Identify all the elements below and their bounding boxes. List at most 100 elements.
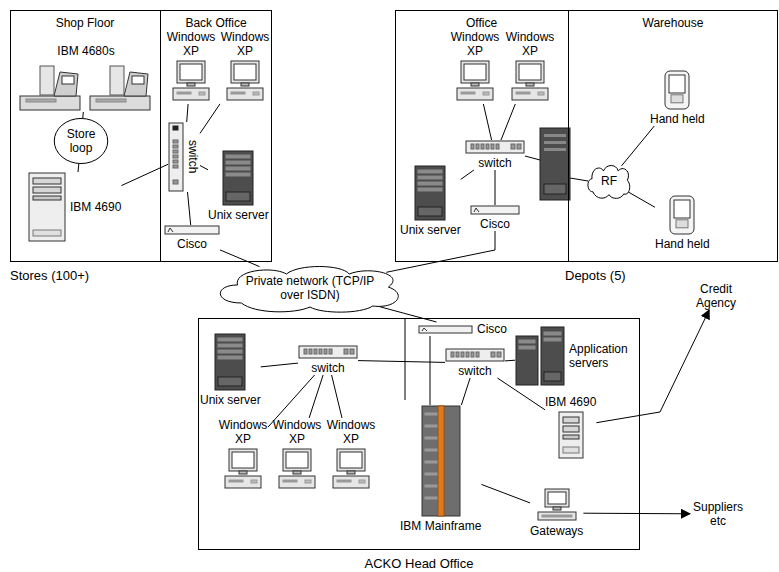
icon-part bbox=[324, 349, 327, 354]
device-icon bbox=[28, 172, 66, 242]
icon-part bbox=[418, 188, 442, 191]
unix-server: Unix server bbox=[208, 150, 269, 222]
area-region: OfficeWindows XPWindows XPUnix serverswi… bbox=[395, 10, 568, 262]
network-switch: switch bbox=[168, 122, 200, 192]
device-icon bbox=[421, 405, 461, 517]
network-link bbox=[495, 170, 496, 205]
network-link bbox=[628, 192, 655, 208]
icon-part bbox=[425, 473, 437, 475]
icon-part bbox=[418, 170, 442, 173]
icon-part bbox=[215, 334, 245, 390]
icon-part bbox=[218, 344, 242, 347]
icon-part bbox=[446, 349, 504, 361]
icon-part bbox=[538, 512, 576, 520]
icon-part bbox=[471, 83, 479, 86]
icon-part bbox=[90, 96, 150, 110]
network-link bbox=[501, 104, 515, 140]
icon-part bbox=[542, 515, 572, 517]
icon-part bbox=[337, 480, 351, 482]
icon-part bbox=[464, 64, 486, 80]
device-icon bbox=[18, 60, 154, 112]
device-label: Cisco bbox=[480, 217, 510, 231]
device-label: Unix server bbox=[400, 223, 461, 237]
circle-outline bbox=[54, 118, 107, 163]
network-link bbox=[220, 250, 260, 267]
icon-part bbox=[299, 346, 357, 358]
icon-part bbox=[173, 150, 178, 153]
server-icon-part bbox=[544, 184, 566, 194]
icon-part bbox=[511, 144, 515, 149]
icon-part bbox=[132, 76, 144, 84]
device-label: IBM 4680s bbox=[57, 44, 114, 58]
icon-part bbox=[333, 476, 369, 488]
icon-part bbox=[471, 144, 474, 149]
network-switch: switch bbox=[445, 348, 505, 378]
device-label: switch bbox=[478, 156, 511, 170]
icon-part bbox=[165, 226, 219, 234]
icon-part bbox=[251, 480, 257, 483]
router: Cisco bbox=[470, 205, 520, 231]
icon-part bbox=[173, 140, 178, 143]
icon-part bbox=[471, 206, 519, 214]
region-title: Office bbox=[466, 16, 497, 30]
icon-part bbox=[232, 452, 254, 468]
icon-part bbox=[483, 92, 489, 95]
external-party: Credit Agency bbox=[690, 282, 742, 310]
icon-part bbox=[676, 220, 688, 228]
icon-part bbox=[425, 449, 437, 451]
icon-part bbox=[461, 352, 464, 357]
server-icon-part bbox=[544, 148, 566, 151]
icon-part bbox=[544, 338, 561, 341]
icon-part bbox=[512, 88, 548, 100]
device-label: Windows XP bbox=[450, 30, 500, 58]
icon-part bbox=[486, 144, 489, 149]
icon-part bbox=[226, 161, 250, 164]
icon-part bbox=[425, 485, 437, 487]
device-icon bbox=[221, 448, 265, 492]
device-icon bbox=[275, 448, 319, 492]
heading-holder: Depots (5) bbox=[565, 266, 626, 284]
icon-part bbox=[344, 349, 348, 354]
gateway: Gateways bbox=[530, 488, 583, 538]
device-icon bbox=[453, 60, 497, 104]
device-label: Unix server bbox=[208, 208, 269, 222]
server-icon-part bbox=[544, 134, 566, 137]
icon-part bbox=[96, 99, 126, 102]
icon-part bbox=[293, 471, 301, 474]
network-link bbox=[78, 164, 80, 172]
icon-part bbox=[226, 173, 250, 176]
icon-part bbox=[496, 144, 499, 149]
network-link bbox=[309, 375, 323, 418]
site-heading: Depots (5) bbox=[565, 268, 626, 283]
workstation: Windows XP bbox=[505, 30, 555, 104]
device-icon bbox=[164, 225, 220, 235]
area-region: Shop FloorIBM 4680sStore loopIBM 4690 bbox=[10, 10, 160, 262]
heading-holder: Stores (100+) bbox=[10, 266, 89, 284]
pos-terminal: IBM 4680s bbox=[18, 44, 154, 112]
icon-part bbox=[226, 167, 250, 170]
icon-part bbox=[519, 64, 541, 80]
device-icon bbox=[445, 348, 505, 362]
icon-part bbox=[29, 173, 65, 241]
network-link bbox=[386, 231, 495, 272]
icon-part bbox=[173, 155, 178, 158]
icon-part bbox=[438, 406, 444, 516]
network-switch: switch bbox=[298, 345, 358, 375]
device-label: switch bbox=[186, 140, 200, 173]
device-label: Windows XP bbox=[166, 30, 216, 58]
icon-part bbox=[665, 71, 689, 109]
device-label: IBM 4690 bbox=[545, 395, 596, 409]
device-label: Hand held bbox=[655, 237, 710, 251]
icon-part bbox=[461, 92, 475, 94]
icon-part bbox=[54, 72, 78, 96]
icon-part bbox=[563, 417, 579, 423]
workstation: Windows XP bbox=[272, 418, 322, 492]
store-controller: IBM 4690 bbox=[28, 172, 121, 242]
device-label: Windows XP bbox=[220, 30, 270, 58]
device-icon bbox=[668, 195, 696, 235]
network-cloud: Private network (TCP/IP over ISDN) bbox=[212, 263, 408, 313]
icon-part bbox=[168, 228, 173, 232]
network-link bbox=[461, 170, 474, 179]
device-label: Windows XP bbox=[272, 418, 322, 446]
region-title: Shop Floor bbox=[56, 16, 115, 30]
